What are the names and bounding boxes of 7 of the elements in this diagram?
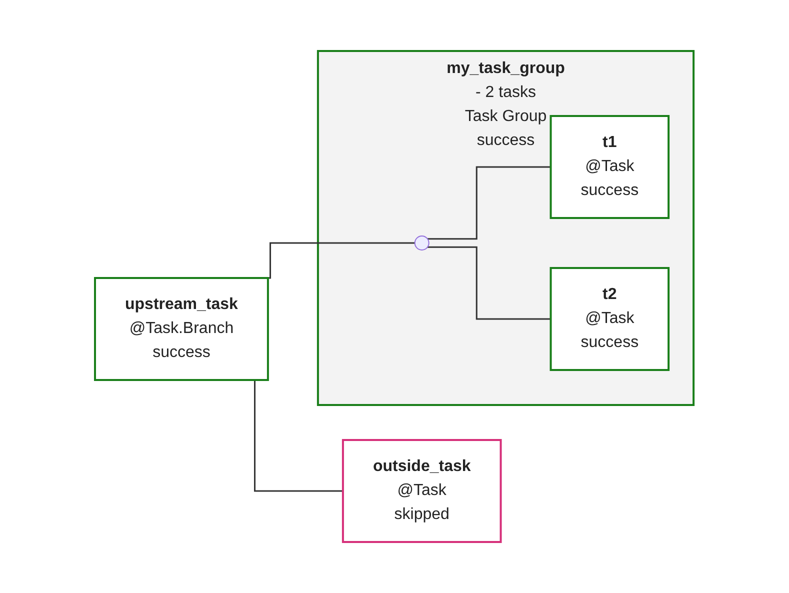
node-box: outside_task @Task skipped	[342, 439, 502, 543]
node-circle	[414, 236, 430, 250]
node-box: t1 @Task success	[550, 115, 670, 219]
connector	[428, 246, 551, 320]
node-box: upstream_task @Task.Branch success	[94, 277, 270, 381]
connector	[428, 166, 551, 240]
node-box: t2 @Task success	[550, 267, 670, 371]
